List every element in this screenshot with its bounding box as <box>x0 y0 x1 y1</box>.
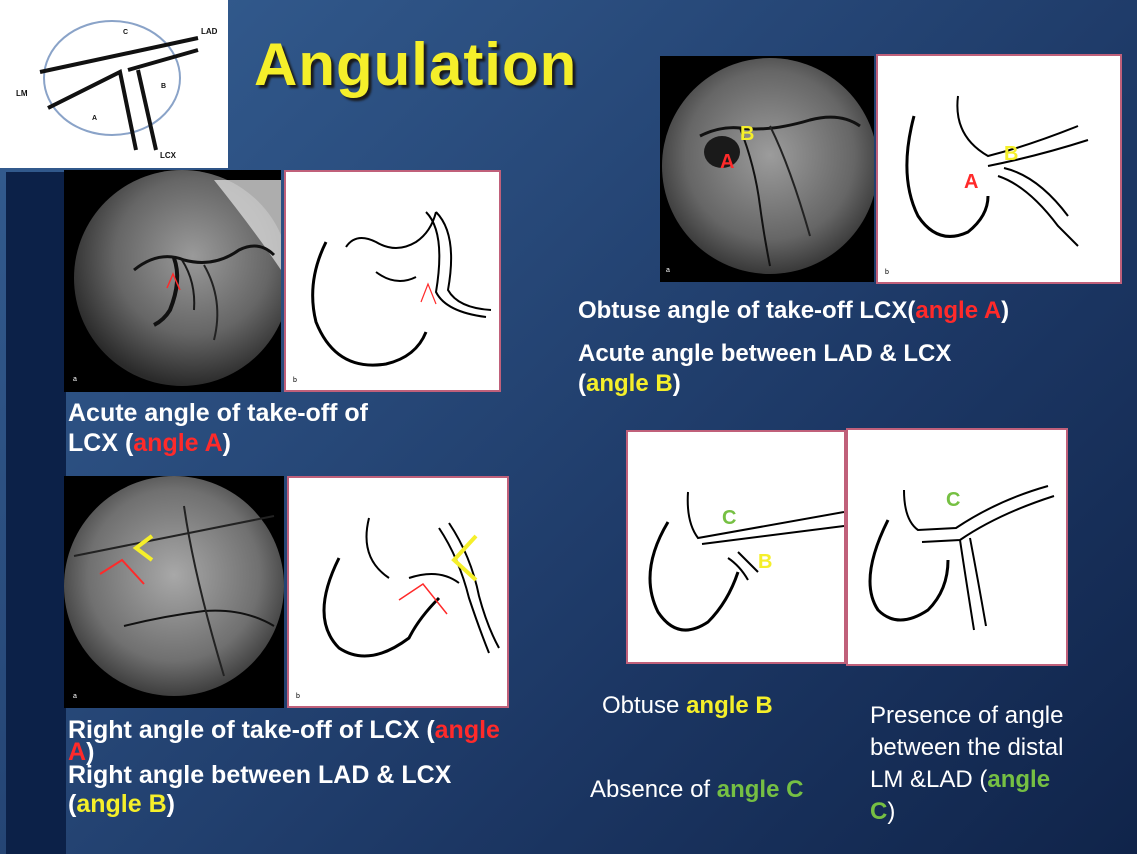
presence-line-3: LM &LAD (angle <box>870 764 1063 796</box>
schematic-label-lad: LAD <box>201 27 218 36</box>
absence-angle-c-caption: Absence of angle C <box>590 774 803 805</box>
angle-c-presence-diagram: C <box>846 428 1068 666</box>
right-angle-line-2: Right angle between LAD & LCX <box>68 761 500 790</box>
presence-line-1: Presence of angle <box>870 700 1063 732</box>
right-angle-angiogram-image: a <box>64 476 284 708</box>
schematic-label-c: C <box>123 29 128 36</box>
right-angle-caption: Right angle of take-off of LCX (angle A)… <box>68 716 500 819</box>
obtuse-diagram-image: A B b <box>876 54 1122 284</box>
acute-take-off-caption: Acute angle of take-off of LCX (angle A) <box>68 398 368 458</box>
schematic-label-b: B <box>161 83 166 90</box>
right-angle-diagram-image: b <box>287 476 509 708</box>
slide-title: Angulation <box>254 30 577 99</box>
angle-a-label: angle A <box>133 429 222 457</box>
obtuse-caption-line-3: (angle B) <box>578 369 1009 399</box>
obtuse-diagram-marker-b: B <box>1004 143 1018 165</box>
panel-tag-b: b <box>293 377 297 384</box>
obtuse-marker-a: A <box>720 151 734 173</box>
obtuse-angle-b-label: angle B <box>686 692 773 719</box>
schematic-label-lcx: LCX <box>160 151 177 160</box>
absence-angle-c-label: angle C <box>717 776 804 803</box>
right-angle-line-3: (angle B) <box>68 790 500 819</box>
bottom-diagram-marker-c: C <box>946 489 960 511</box>
obtuse-diagram-marker-a: A <box>964 171 978 193</box>
obtuse-angiogram-image: A B a <box>660 56 874 282</box>
presence-angle-caption: Presence of angle between the distal LM … <box>870 700 1063 828</box>
acute-caption-line-2: LCX (angle A) <box>68 428 368 458</box>
obtuse-take-off-caption: Obtuse angle of take-off LCX(angle A) Ac… <box>578 296 1009 399</box>
panel-tag-a-3: a <box>666 267 670 274</box>
bifurcation-schematic: LAD LM LCX A B C <box>0 0 228 168</box>
schematic-label-lm: LM <box>16 89 28 98</box>
panel-tag-a: a <box>73 376 77 383</box>
right-angle-line-1: Right angle of take-off of LCX (angle <box>68 716 500 745</box>
schematic-label-a: A <box>92 115 97 122</box>
presence-line-2: between the distal <box>870 732 1063 764</box>
panel-tag-a-2: a <box>73 693 77 700</box>
acute-diagram-image: b <box>284 170 501 392</box>
bottom-marker-c: C <box>722 507 736 529</box>
presence-line-4: C) <box>870 796 1063 828</box>
obtuse-angle-b-diagram: C B <box>626 430 846 664</box>
panel-tag-b-3: b <box>885 269 889 276</box>
bottom-marker-b: B <box>758 551 772 573</box>
acute-angiogram-image: a <box>64 170 281 392</box>
panel-tag-b-2: b <box>296 693 300 700</box>
obtuse-caption-line-2: Acute angle between LAD & LCX <box>578 339 1009 369</box>
acute-caption-line-1: Acute angle of take-off of <box>68 398 368 428</box>
left-column-block <box>6 172 66 854</box>
obtuse-angle-b-caption: Obtuse angle B <box>602 690 773 721</box>
obtuse-marker-b: B <box>740 123 754 145</box>
angle-b-label: angle B <box>76 790 166 818</box>
obtuse-caption-line-1: Obtuse angle of take-off LCX(angle A) <box>578 296 1009 326</box>
